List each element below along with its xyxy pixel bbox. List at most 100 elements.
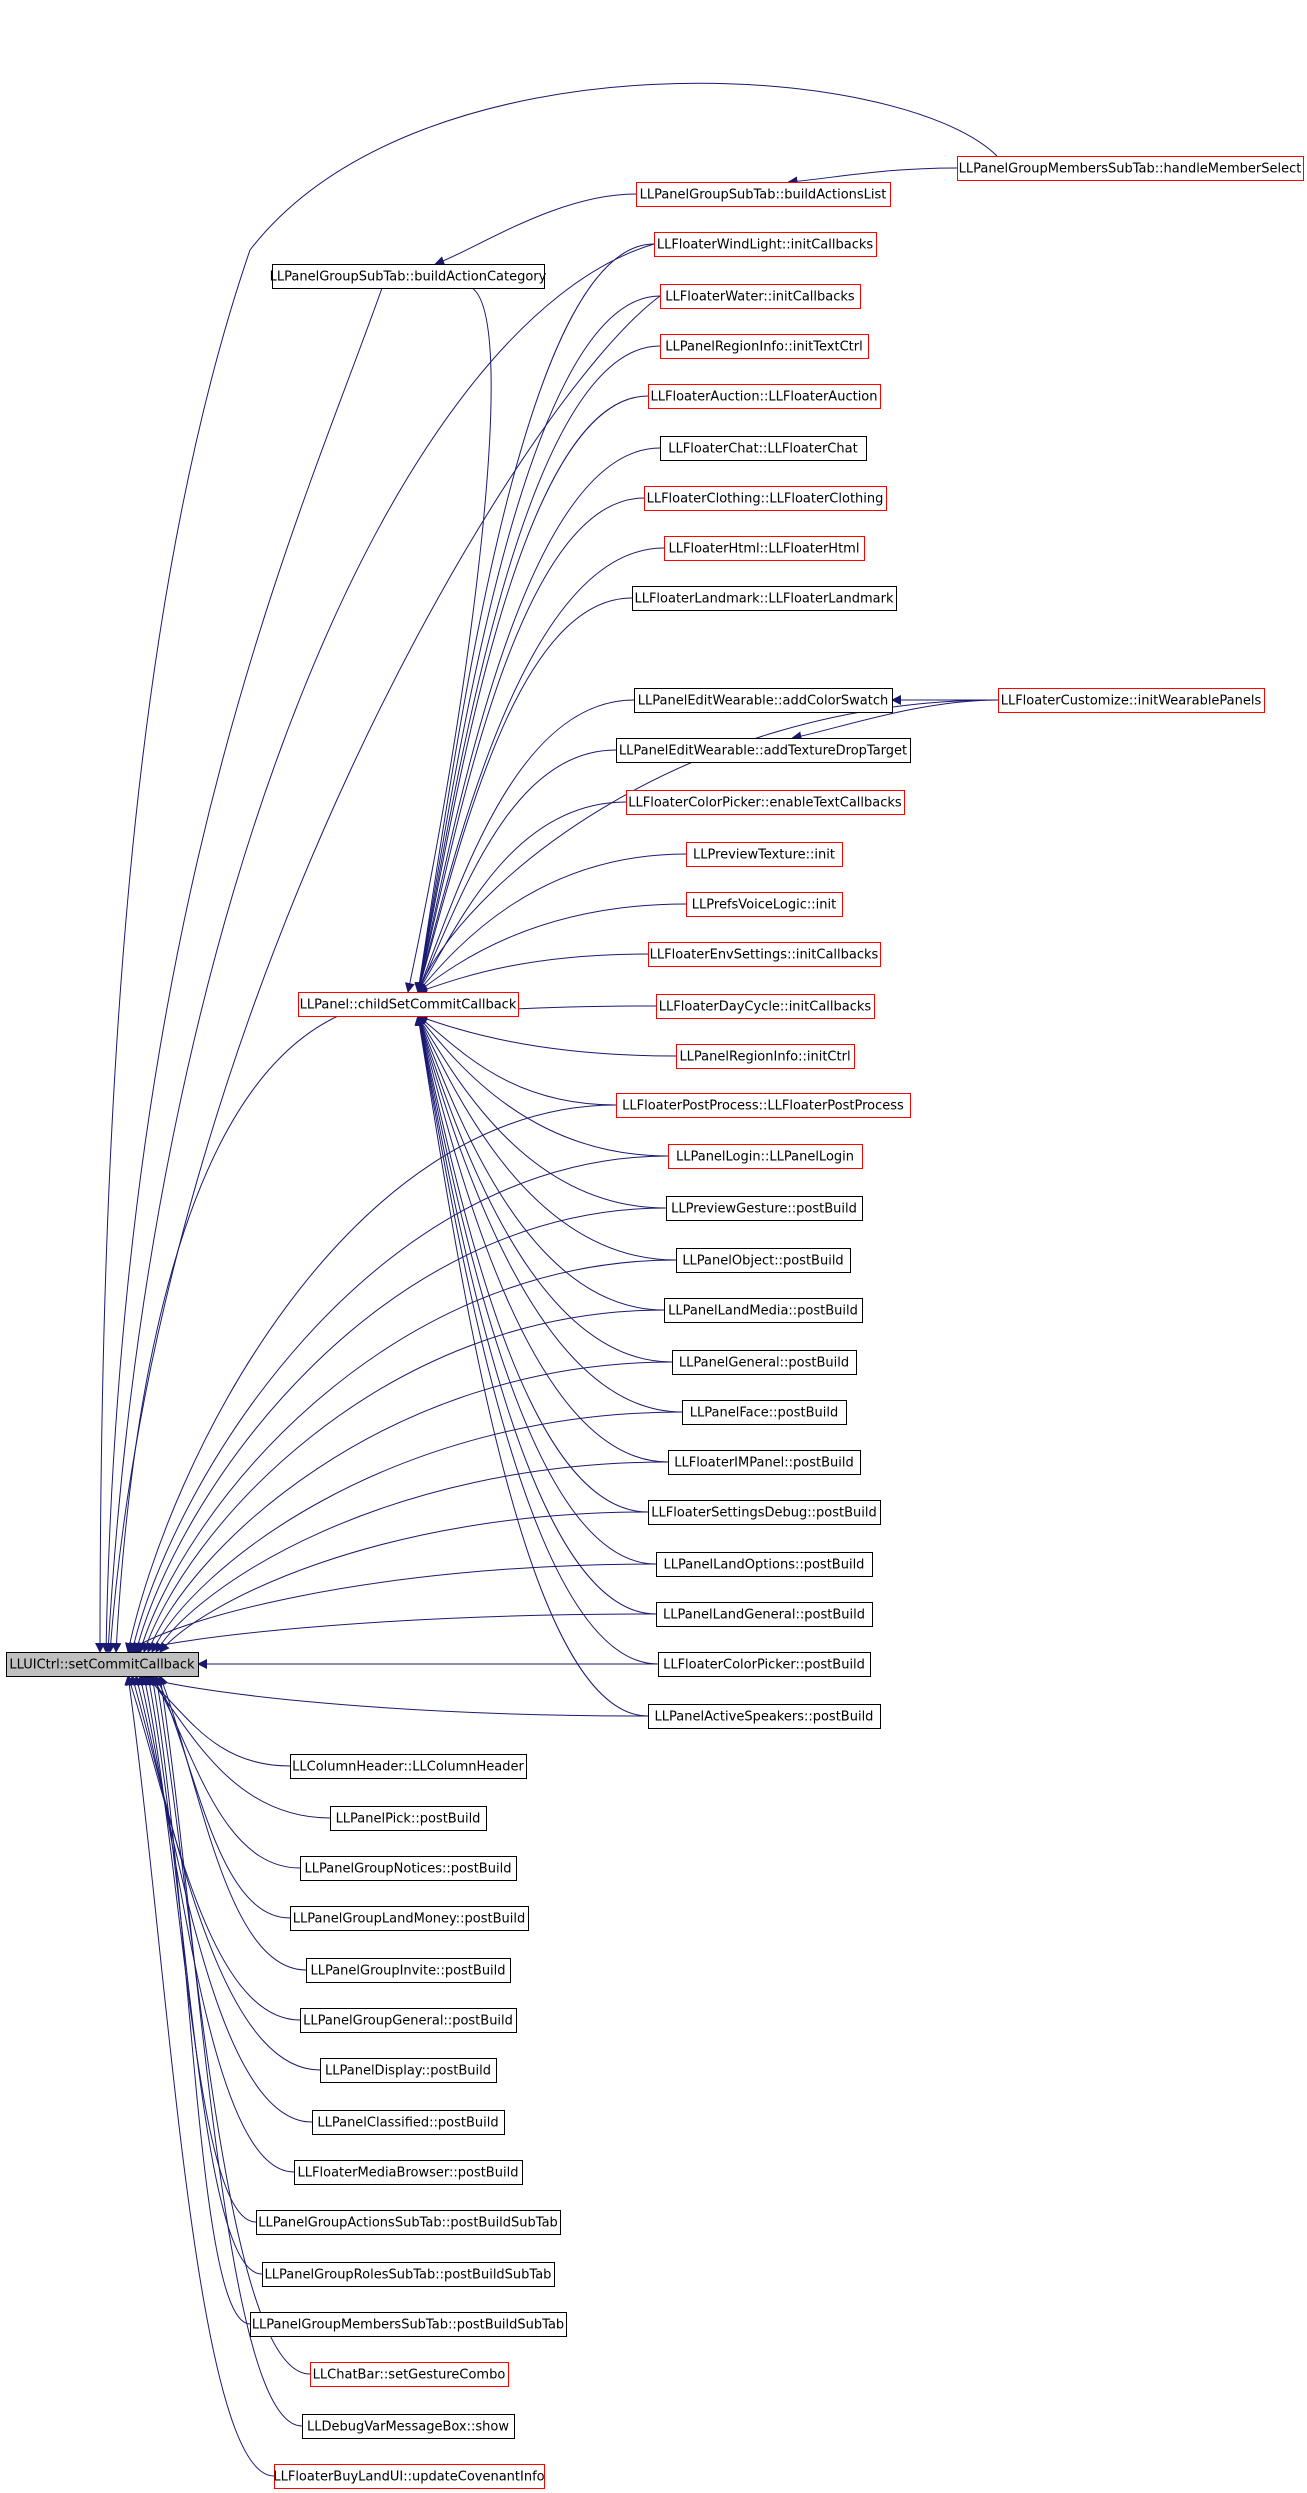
node-columnHeader[interactable]: LLColumnHeader::LLColumnHeader — [290, 1754, 527, 1779]
node-postProcess[interactable]: LLFloaterPostProcess::LLFloaterPostProce… — [616, 1093, 911, 1118]
node-label: LLPanelLogin::LLPanelLogin — [676, 1150, 854, 1165]
node-label: LLFloaterDayCycle::initCallbacks — [659, 1000, 872, 1015]
node-panelClassified[interactable]: LLPanelClassified::postBuild — [312, 2110, 505, 2135]
node-label: LLPanelRegionInfo::initTextCtrl — [665, 340, 862, 355]
node-panelPick[interactable]: LLPanelPick::postBuild — [330, 1806, 487, 1831]
node-html[interactable]: LLFloaterHtml::LLFloaterHtml — [664, 536, 865, 561]
node-box — [626, 790, 905, 815]
edge-landmark-to-childSetCommit — [415, 597, 633, 993]
node-landOptions[interactable]: LLPanelLandOptions::postBuild — [656, 1552, 873, 1577]
node-box — [306, 1958, 511, 1983]
node-clothing[interactable]: LLFloaterClothing::LLFloaterClothing — [644, 486, 887, 511]
edge-landMedia-to-root — [142, 1309, 665, 1653]
node-box — [660, 334, 869, 359]
edge-groupGeneral-to-root — [126, 1675, 301, 2021]
node-colorPickerText[interactable]: LLFloaterColorPicker::enableTextCallback… — [626, 790, 905, 815]
edge-regionInitCtrl-to-childSetCommit — [417, 1014, 677, 1057]
node-label: LLFloaterSettingsDebug::postBuild — [651, 1506, 876, 1521]
edge-panelObject-to-root — [137, 1259, 677, 1653]
node-panelObject[interactable]: LLPanelObject::postBuild — [676, 1248, 851, 1273]
edge-panelFace-to-root — [151, 1411, 683, 1653]
edge-addTextureDrop-to-childSetCommit — [417, 749, 617, 993]
edge-windlight-to-childSetCommit — [414, 243, 655, 993]
node-addTextureDrop[interactable]: LLPanelEditWearable::addTextureDropTarge… — [616, 738, 911, 763]
node-label: LLFloaterChat::LLFloaterChat — [668, 442, 857, 457]
node-water[interactable]: LLFloaterWater::initCallbacks — [660, 284, 861, 309]
node-root[interactable]: LLUICtrl::setCommitCallback — [6, 1652, 199, 1677]
node-groupLandMoney[interactable]: LLPanelGroupLandMoney::postBuild — [290, 1906, 529, 1931]
edge-colorPickerPost-to-childSetCommit — [414, 1015, 659, 1665]
node-colorPickerPost[interactable]: LLFloaterColorPicker::postBuild — [658, 1652, 871, 1677]
node-chatBar[interactable]: LLChatBar::setGestureCombo — [310, 2362, 509, 2387]
node-buildActionCategory[interactable]: LLPanelGroupSubTab::buildActionCategory — [270, 264, 547, 289]
edge-previewGesture-to-childSetCommit — [417, 1015, 667, 1209]
node-groupGeneral[interactable]: LLPanelGroupGeneral::postBuild — [300, 2008, 517, 2033]
node-label: LLDebugVarMessageBox::show — [307, 2420, 509, 2435]
node-membersSubTab[interactable]: LLPanelGroupMembersSubTab::postBuildSubT… — [250, 2312, 567, 2337]
node-prefsVoice[interactable]: LLPrefsVoiceLogic::init — [686, 892, 843, 917]
node-settingsDebug[interactable]: LLFloaterSettingsDebug::postBuild — [648, 1500, 881, 1525]
node-label: LLPanelLandOptions::postBuild — [664, 1558, 865, 1573]
node-activeSpeakers[interactable]: LLPanelActiveSpeakers::postBuild — [648, 1704, 881, 1729]
node-label: LLFloaterColorPicker::postBuild — [663, 1658, 865, 1673]
node-label: LLPanelClassified::postBuild — [317, 2116, 498, 2131]
node-actionsSubTab[interactable]: LLPanelGroupActionsSubTab::postBuildSubT… — [256, 2210, 561, 2235]
node-box — [668, 1450, 861, 1475]
node-label: LLPanelActiveSpeakers::postBuild — [655, 1710, 874, 1725]
node-groupNotices[interactable]: LLPanelGroupNotices::postBuild — [300, 1856, 517, 1881]
node-buyLand[interactable]: LLFloaterBuyLandUI::updateCovenantInfo — [273, 2464, 545, 2489]
node-box — [6, 1652, 199, 1677]
node-mediaBrowser[interactable]: LLFloaterMediaBrowser::postBuild — [294, 2160, 523, 2185]
node-label: LLPanelLandGeneral::postBuild — [663, 1608, 865, 1623]
node-previewTexture[interactable]: LLPreviewTexture::init — [686, 842, 843, 867]
node-panelGeneral[interactable]: LLPanelGeneral::postBuild — [672, 1350, 857, 1375]
node-buildActionsList[interactable]: LLPanelGroupSubTab::buildActionsList — [636, 182, 891, 207]
node-label: LLPanelGroupActionsSubTab::postBuildSubT… — [258, 2216, 558, 2231]
node-auction[interactable]: LLFloaterAuction::LLFloaterAuction — [648, 384, 881, 409]
node-rolesSubTab[interactable]: LLPanelGroupRolesSubTab::postBuildSubTab — [262, 2262, 555, 2287]
edge-buildActionCategory-to-root — [101, 287, 383, 1653]
node-previewGesture[interactable]: LLPreviewGesture::postBuild — [666, 1196, 863, 1221]
node-box — [660, 284, 861, 309]
node-box — [686, 892, 843, 917]
edge-activeSpeakers-to-childSetCommit — [414, 1015, 649, 1717]
node-box — [644, 486, 887, 511]
node-label: LLPanelGroupNotices::postBuild — [305, 1862, 512, 1877]
edge-membersSubTab-to-root — [148, 1675, 251, 2325]
node-landmark[interactable]: LLFloaterLandmark::LLFloaterLandmark — [632, 586, 897, 611]
edge-water-to-root — [105, 295, 661, 1653]
node-label: LLFloaterClothing::LLFloaterClothing — [647, 492, 884, 507]
node-childSetCommit[interactable]: LLPanel::childSetCommitCallback — [298, 992, 519, 1017]
edges-layer — [95, 82, 999, 2477]
node-label: LLPanelDisplay::postBuild — [325, 2064, 491, 2079]
node-customize[interactable]: LLFloaterCustomize::initWearablePanels — [998, 688, 1265, 713]
node-envSettings[interactable]: LLFloaterEnvSettings::initCallbacks — [648, 942, 881, 967]
edge-mediaBrowser-to-root — [137, 1675, 295, 2173]
node-landGeneral[interactable]: LLPanelLandGeneral::postBuild — [656, 1602, 873, 1627]
node-panelFace[interactable]: LLPanelFace::postBuild — [682, 1400, 847, 1425]
node-membersSelect[interactable]: LLPanelGroupMembersSubTab::handleMemberS… — [957, 156, 1304, 181]
node-panelDisplay[interactable]: LLPanelDisplay::postBuild — [320, 2058, 497, 2083]
node-windlight[interactable]: LLFloaterWindLight::initCallbacks — [654, 232, 877, 257]
node-regionInitCtrl[interactable]: LLPanelRegionInfo::initCtrl — [676, 1044, 855, 1069]
node-dayCycle[interactable]: LLFloaterDayCycle::initCallbacks — [656, 994, 875, 1019]
node-landMedia[interactable]: LLPanelLandMedia::postBuild — [664, 1298, 863, 1323]
node-debugVar[interactable]: LLDebugVarMessageBox::show — [302, 2414, 515, 2439]
node-label: LLFloaterPostProcess::LLFloaterPostProce… — [622, 1099, 904, 1114]
node-login[interactable]: LLPanelLogin::LLPanelLogin — [668, 1144, 863, 1169]
node-box — [320, 2058, 497, 2083]
node-regionTextCtrl[interactable]: LLPanelRegionInfo::initTextCtrl — [660, 334, 869, 359]
node-box — [262, 2262, 555, 2287]
edge-water-to-childSetCommit — [414, 295, 661, 993]
node-label: LLPreviewGesture::postBuild — [671, 1202, 857, 1217]
node-box — [648, 1704, 881, 1729]
node-groupInvite[interactable]: LLPanelGroupInvite::postBuild — [306, 1958, 511, 1983]
edge-prefsVoice-to-childSetCommit — [417, 903, 687, 993]
node-chat[interactable]: LLFloaterChat::LLFloaterChat — [660, 436, 867, 461]
edge-imPanel-to-root — [155, 1461, 669, 1653]
edge-membersSelect-to-root — [95, 82, 998, 1653]
edge-previewTexture-to-childSetCommit — [417, 853, 687, 993]
node-imPanel[interactable]: LLFloaterIMPanel::postBuild — [668, 1450, 861, 1475]
node-box — [632, 586, 897, 611]
node-addColorSwatch[interactable]: LLPanelEditWearable::addColorSwatch — [634, 688, 893, 713]
